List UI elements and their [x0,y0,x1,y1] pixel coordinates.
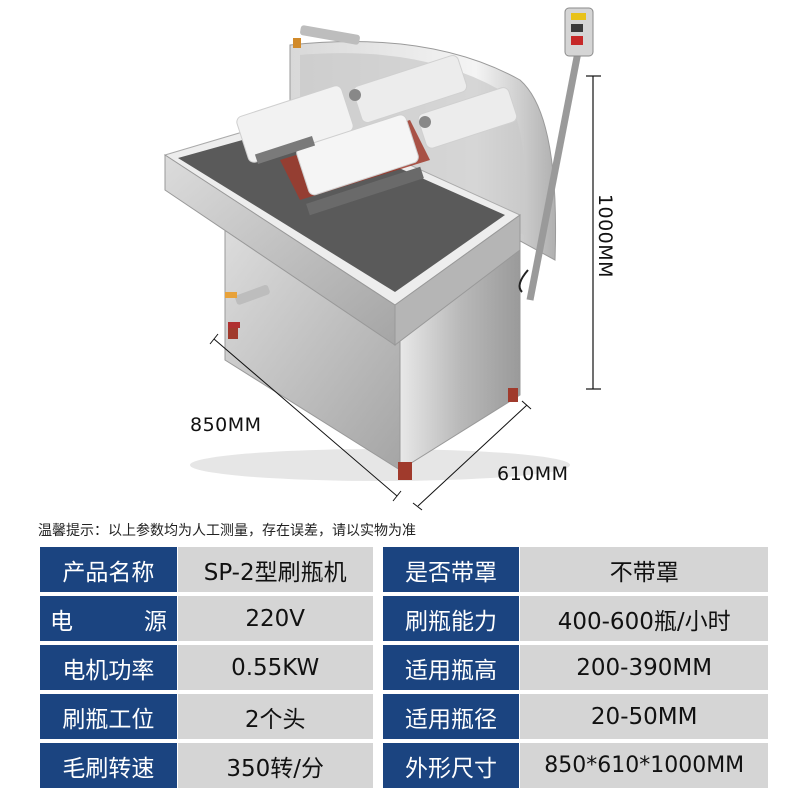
spec-label: 毛刷转速 [40,743,177,788]
spec-label: 适用瓶径 [382,694,520,739]
spec-value: 2个头 [177,694,373,739]
spec-value: 350转/分 [177,743,373,788]
spec-label: 是否带罩 [382,547,520,592]
spec-label: 外形尺寸 [382,743,520,788]
spec-row: 毛刷转速 350转/分 外形尺寸 850*610*1000MM [40,743,769,788]
spec-label: 刷瓶能力 [382,596,520,641]
spec-row: 电 源 220V 刷瓶能力 400-600瓶/小时 [40,596,768,641]
spec-value: 200-390MM [520,645,769,690]
spec-value: 0.55KW [177,645,373,690]
spec-value: 850*610*1000MM [520,743,769,788]
spec-label: 刷瓶工位 [40,694,177,739]
spec-table: 产品名称 SP-2型刷瓶机 是否带罩 不带罩 电 源 220V 刷瓶能力 400… [40,547,769,792]
spec-label: 产品名称 [40,547,177,592]
spec-value: 20-50MM [520,694,769,739]
spec-row: 电机功率 0.55KW 适用瓶高 200-390MM [40,645,769,690]
width-dimension-label: 850MM [190,414,262,436]
spec-value: SP-2型刷瓶机 [177,547,373,592]
height-dimension-label: 1000MM [594,193,616,279]
spec-label-part: 电 [50,608,73,635]
product-image-area: 850MM 610MM 1000MM [163,7,616,511]
spec-label-part: 源 [143,608,167,635]
spec-label: 电机功率 [40,645,177,690]
spec-label: 适用瓶高 [382,645,520,690]
spec-value: 220V [177,596,373,641]
spec-label: 电 源 [40,596,177,641]
spec-value: 不带罩 [520,547,769,592]
spec-row: 刷瓶工位 2个头 适用瓶径 20-50MM [40,694,769,739]
bottle-brushing-machine-image [163,7,601,511]
depth-dimension-label: 610MM [497,463,569,485]
measurement-notice: 温馨提示：以上参数均为人工测量，存在误差，请以实物为准 [38,523,416,539]
spec-value: 400-600瓶/小时 [520,596,768,641]
spec-row: 产品名称 SP-2型刷瓶机 是否带罩 不带罩 [40,547,769,592]
